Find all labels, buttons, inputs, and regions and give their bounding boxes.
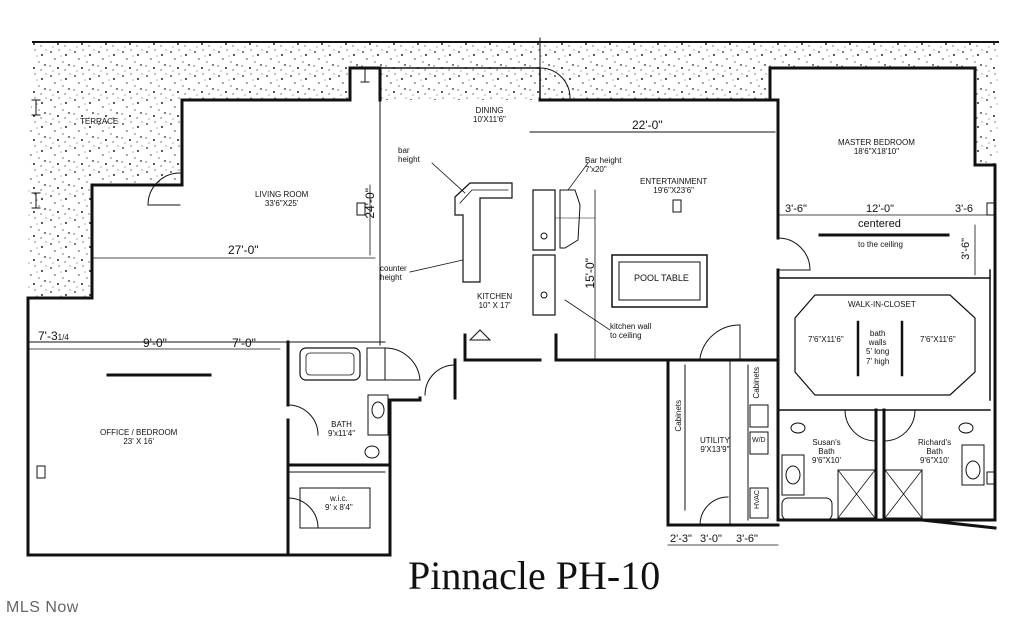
kitchen-size: 10" X 17' <box>478 301 511 311</box>
susan-bath-size: 9'6"X10' <box>812 456 842 466</box>
counter-note-line-2: height <box>380 273 402 283</box>
watermark: MLS Now <box>6 599 79 616</box>
dim-3-6-bottom: 3'-6" <box>736 533 758 545</box>
dim-9-0: 9'-0" <box>143 336 167 350</box>
kitchen-wall-line-1: kitchen wall <box>610 322 652 331</box>
dim-7-3-fraction: 1/4 <box>57 333 69 342</box>
richard-bath-name-2: Bath <box>926 447 943 457</box>
pool-table-label: POOL TABLE <box>634 273 689 283</box>
utility-name: UTILITY <box>700 436 730 445</box>
washer-dryer-label: W/D <box>752 437 766 444</box>
susan-bath-name-2: Bath <box>818 447 835 457</box>
master-bedroom-label: MASTER BEDROOM 18'6"X18'10" <box>838 138 915 156</box>
plan-title: Pinnacle PH-10 <box>408 553 661 598</box>
dining-size: 10'X11'6" <box>473 115 506 125</box>
utility-label: UTILITY 9'X13'9" <box>700 436 730 454</box>
dim-24-0: 24'-0" <box>363 188 377 219</box>
dim-22-0: 22'-0" <box>632 118 663 132</box>
kitchen-wall-note: kitchen wall to ceiling <box>610 322 651 340</box>
living-room-name: LIVING ROOM <box>255 190 309 199</box>
bath-name: BATH <box>331 420 352 429</box>
dim-27-0: 27'-0" <box>228 243 259 257</box>
dim-7-3-whole: 7'-3 <box>38 329 58 343</box>
bar-note-line-2: height <box>398 155 420 165</box>
susan-bath-name: Susan's <box>812 438 841 447</box>
centered-note: centered <box>858 218 901 230</box>
entertainment-name: ENTERTAINMENT <box>640 177 708 186</box>
living-room-label: LIVING ROOM 33'6"X25' <box>255 190 308 208</box>
kitchen-label: KITCHEN 10" X 17' <box>477 292 512 310</box>
master-bedroom-size: 18'6"X18'10" <box>853 147 900 157</box>
living-room-size: 33'6"X25' <box>264 199 299 209</box>
dim-12-0: 12'-0" <box>866 203 895 215</box>
terrace-label: TERRACE <box>80 117 119 126</box>
dim-2-3: 2'-3" <box>670 533 692 545</box>
wic-label: w.i.c. 9' x 8'4" <box>325 494 353 512</box>
hvac-label: HVAC <box>754 490 761 509</box>
wic-name: w.i.c. <box>329 494 348 503</box>
terrace-left-lower <box>28 215 92 298</box>
bath-size: 9'x11'4" <box>328 429 356 439</box>
dim-3-6-vertical: 3'-6" <box>960 238 972 260</box>
office-label: OFFICE / BEDROOM 23' X 16' <box>100 428 177 446</box>
counter-note-line-1: counter <box>380 264 407 273</box>
ceiling-note: to the ceiling <box>858 240 903 249</box>
closet-left-size: 7'6"X11'6" <box>808 335 844 344</box>
wic-size: 9' x 8'4" <box>325 503 353 513</box>
dim-3-6-right: 3'-6 <box>955 203 973 215</box>
dining-label: DINING 10'X11'6" <box>473 106 506 124</box>
bar-height-7-note: Bar height 7'x20" <box>585 156 621 174</box>
richard-bath-label: Richard's Bath 9'6"X10' <box>918 438 951 466</box>
dim-7-0: 7'-0" <box>232 336 256 350</box>
susan-bath-label: Susan's Bath 9'6"X10' <box>812 438 841 466</box>
closet-name: WALK-IN-CLOSET <box>848 300 916 309</box>
bath-walls-note: bath walls 5' long 7' high <box>866 329 889 366</box>
bar-note-line-1: bar <box>398 146 410 155</box>
dim-3-0: 3'-0" <box>700 533 722 545</box>
master-bedroom-name: MASTER BEDROOM <box>838 138 915 147</box>
bath-walls-line-2: walls <box>868 338 887 348</box>
cabinets-note-b: Cabinets <box>752 367 761 399</box>
cabinets-note-a: Cabinets <box>674 400 683 432</box>
bath-walls-line-1: bath <box>869 329 886 338</box>
utility-size: 9'X13'9" <box>700 445 730 455</box>
counter-height-note: counter height <box>380 264 407 282</box>
office-size: 23' X 16' <box>123 437 154 447</box>
terrace-left <box>28 42 540 215</box>
bar-height-note: bar height <box>398 146 420 164</box>
dim-15-0: 15'-0" <box>583 258 597 289</box>
dining-name: DINING <box>475 106 504 115</box>
closet-right-size: 7'6"X11'6" <box>920 335 956 344</box>
entertainment-label: ENTERTAINMENT 19'6"X23'6" <box>640 177 707 195</box>
office-name: OFFICE / BEDROOM <box>100 428 178 437</box>
bath-label: BATH 9'x11'4" <box>328 420 355 438</box>
kitchen-name: KITCHEN <box>477 292 513 301</box>
entertainment-size: 19'6"X23'6" <box>653 186 695 196</box>
richard-bath-size: 9'6"X10' <box>920 456 950 466</box>
bar-height-note-line-2: 7'x20" <box>585 165 607 175</box>
bath-walls-line-3: 5' long <box>866 347 890 357</box>
bar-height-note-line-1: Bar height <box>585 156 622 165</box>
terrace-right <box>540 42 998 165</box>
dim-3-6-left: 3'-6" <box>785 203 807 215</box>
bath-walls-line-4: 7' high <box>866 356 890 366</box>
dim-7-3-quarter: 7'-31/4 <box>38 329 69 343</box>
kitchen-wall-line-2: to ceiling <box>610 331 642 341</box>
richard-bath-name: Richard's <box>918 438 952 447</box>
